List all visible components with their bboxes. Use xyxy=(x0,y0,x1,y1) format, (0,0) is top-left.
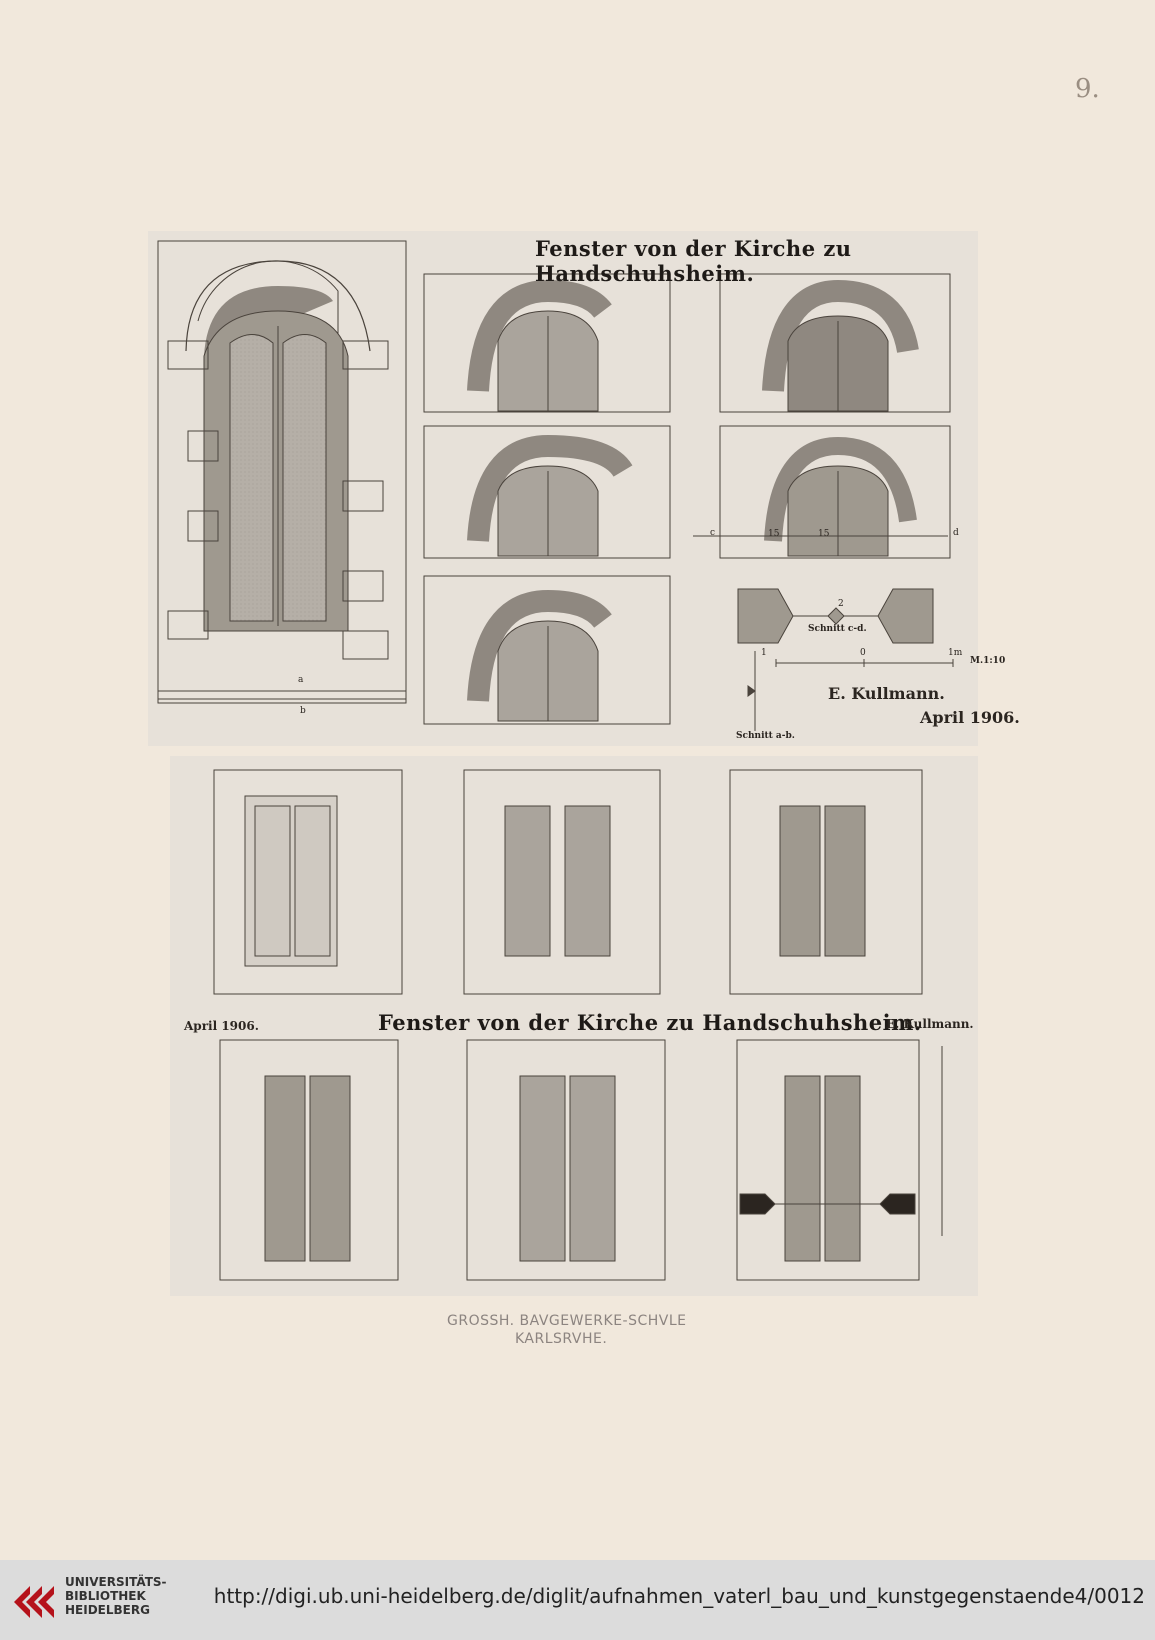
arch-drawing-1 xyxy=(423,273,671,413)
arch-drawing-3 xyxy=(423,425,671,559)
section-ab xyxy=(747,651,756,731)
school-stamp-line2: KARLSRVHE. xyxy=(515,1331,608,1347)
arch-drawing-2 xyxy=(719,273,951,413)
top-plate-title: Fenster von der Kirche zu Handschuhsheim… xyxy=(535,236,852,286)
scale-tick-1m: 1m xyxy=(948,648,963,658)
top-drawing-plate: Fenster von der Kirche zu Handschuhsheim… xyxy=(148,231,978,746)
label-m2: 15 xyxy=(818,529,830,539)
window-row-2 xyxy=(219,1039,943,1281)
section-cd-label: Schnitt c-d. xyxy=(808,624,867,634)
arch-drawing-5 xyxy=(423,575,671,725)
bottom-plate-drawings xyxy=(213,769,943,1281)
page-number: 9. xyxy=(1075,74,1100,104)
scale-bar xyxy=(775,659,954,667)
label-two: 2 xyxy=(838,599,844,609)
scale-tick-0: 0 xyxy=(860,648,866,658)
label-a: a xyxy=(298,675,304,685)
scale-tick-1: 1 xyxy=(761,648,767,658)
section-ab-label: Schnitt a-b. xyxy=(736,731,795,741)
section-cd xyxy=(737,588,934,644)
arch-drawing-4 xyxy=(693,425,951,559)
library-name-line2: BIBLIOTHEK xyxy=(65,1589,146,1603)
source-url[interactable]: http://digi.ub.uni-heidelberg.de/diglit/… xyxy=(213,1584,1145,1608)
library-name-line1: UNIVERSITÄTS- xyxy=(65,1575,167,1589)
top-plate-drawings xyxy=(157,240,954,731)
label-c: c xyxy=(710,528,716,538)
bottom-drawing-plate xyxy=(170,756,978,1296)
bottom-plate-title: Fenster von der Kirche zu Handschuhsheim… xyxy=(378,1010,922,1035)
label-m1: 15 xyxy=(768,529,780,539)
bottom-plate-signature: E. Kullmann. xyxy=(886,1017,974,1031)
bottom-plate-date: April 1906. xyxy=(184,1019,259,1033)
label-d: d xyxy=(953,528,959,538)
window-row-1 xyxy=(213,769,923,995)
scale-label: M.1:10 xyxy=(970,656,1006,666)
top-plate-date: April 1906. xyxy=(920,708,1020,727)
library-name-line3: HEIDELBERG xyxy=(65,1603,150,1617)
top-plate-signature: E. Kullmann. xyxy=(828,684,945,703)
label-b: b xyxy=(300,706,306,716)
university-library-logo-icon xyxy=(14,1586,54,1618)
library-name: UNIVERSITÄTS- BIBLIOTHEK HEIDELBERG xyxy=(65,1575,167,1617)
school-stamp-line1: GROSSH. BAVGEWERKE-SCHVLE xyxy=(447,1313,687,1329)
tall-window-elevation xyxy=(157,240,407,704)
library-footer: UNIVERSITÄTS- BIBLIOTHEK HEIDELBERG http… xyxy=(0,1560,1155,1640)
